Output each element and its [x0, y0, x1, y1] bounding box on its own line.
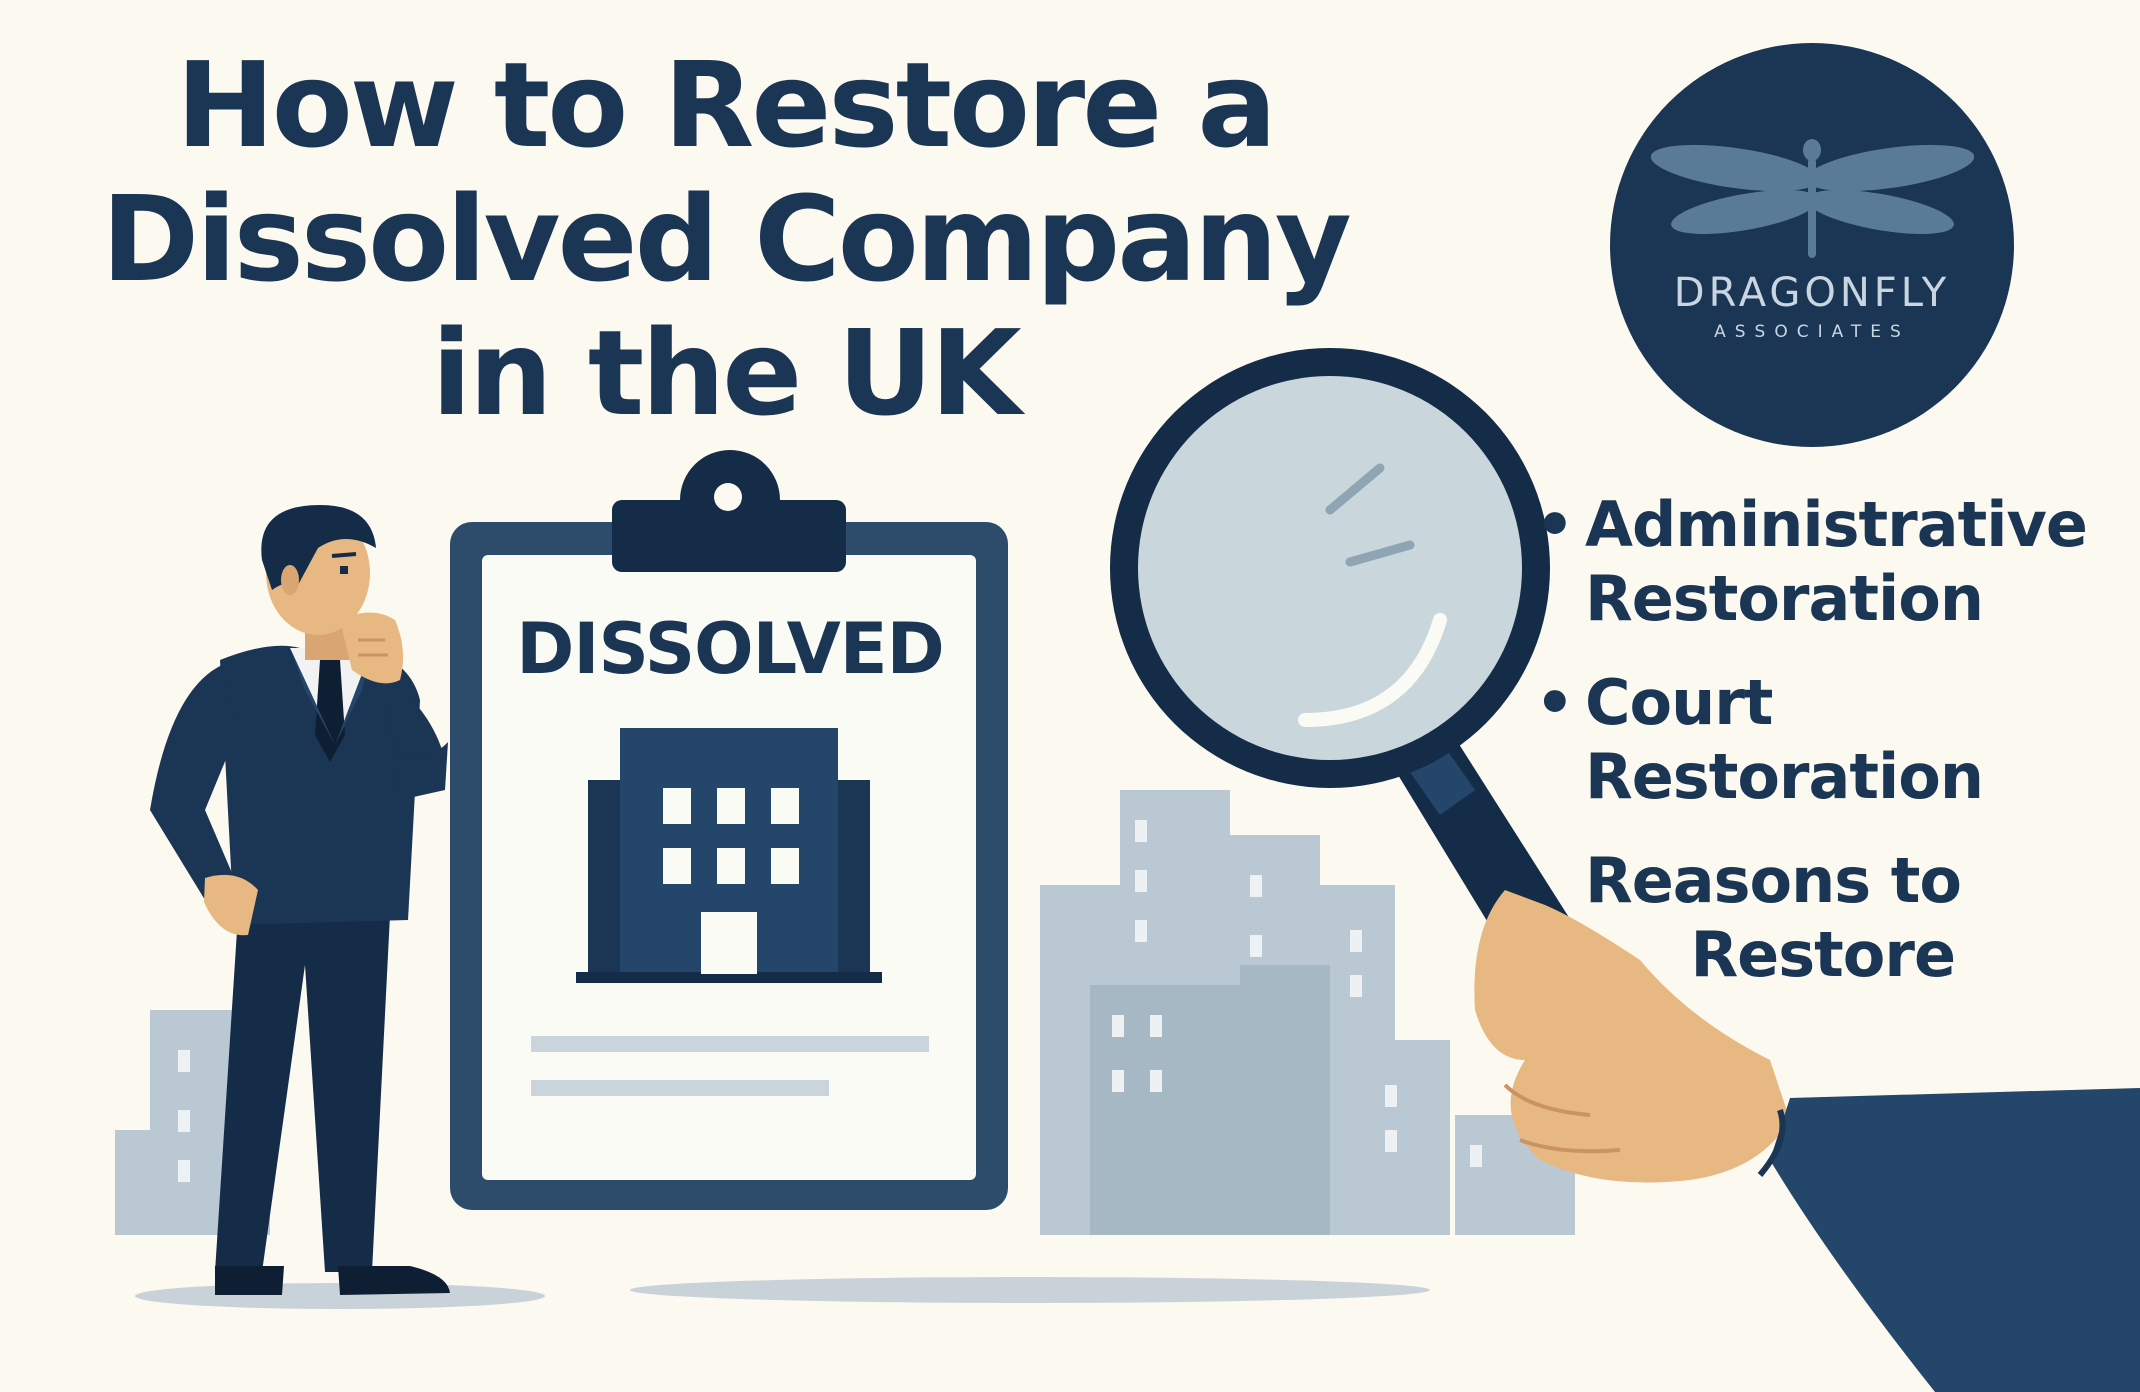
building-icon [576, 728, 882, 983]
title-line: How to Restore a [175, 36, 1277, 174]
hand [1474, 890, 2140, 1392]
city-building-front [1090, 965, 1330, 1235]
logo-name: DRAGONFLY [1673, 270, 1951, 316]
ground-shadow-city [630, 1277, 1430, 1303]
bullet: • [1535, 488, 1575, 561]
point-line: Administrative [1585, 488, 2088, 561]
dragonfly-icon [1650, 139, 1975, 258]
page-title: How to Restore a Dissolved Company in th… [60, 38, 1390, 440]
point-line: Restoration [1585, 562, 1984, 635]
businessman [150, 505, 450, 1295]
point-line: Court [1585, 666, 1773, 739]
title-line: Dissolved Company [101, 170, 1352, 308]
point-line: Restore [1690, 918, 1956, 991]
point-line: Reasons to [1585, 844, 1962, 917]
city-windows [178, 820, 1482, 1182]
clipboard [450, 450, 1008, 1210]
point-item: • Court Restoration [1535, 666, 2095, 814]
title-line: in the UK [431, 304, 1021, 442]
points-list: • Administrative Restoration • Court Res… [1535, 488, 2095, 992]
dissolved-label: DISSOLVED [516, 608, 944, 690]
logo-text: DRAGONFLY ASSOCIATES [1612, 270, 2012, 342]
point-line: Restoration [1585, 740, 1984, 813]
logo-subtitle: ASSOCIATES [1714, 322, 1910, 342]
point-item: • Administrative Restoration [1535, 488, 2095, 636]
logo [1610, 43, 2014, 447]
point-item: Reasons to Restore [1535, 844, 1962, 992]
bullet: • [1535, 666, 1575, 739]
